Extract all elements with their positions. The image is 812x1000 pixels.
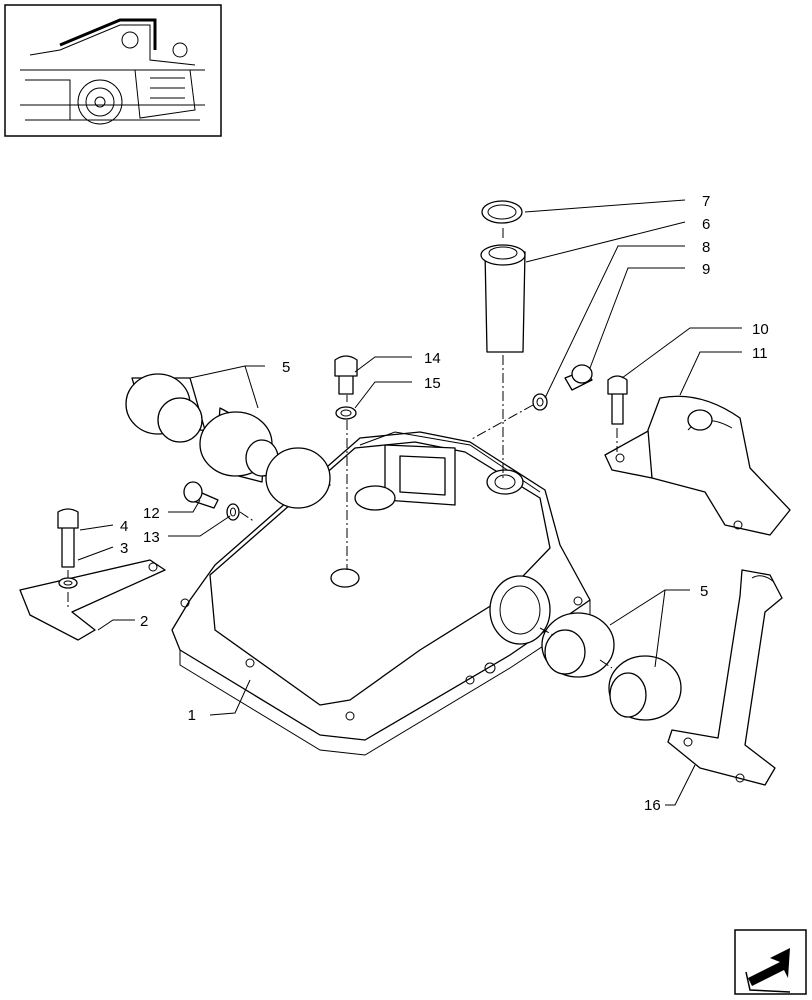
callout-5-upper: 5 [282, 359, 290, 376]
next-page-arrow-icon[interactable] [734, 929, 807, 995]
callout-9: 9 [702, 261, 710, 278]
callout-labels: 1 2 3 4 5 5 6 7 8 9 10 11 12 13 14 15 16 [120, 193, 769, 814]
bolt-12 [183, 481, 219, 509]
sleeve-6 [480, 244, 526, 353]
bolt-4 [57, 508, 79, 568]
callout-1: 1 [188, 707, 196, 724]
lift-housing [171, 431, 591, 756]
callout-13: 13 [143, 529, 160, 546]
support-11 [604, 395, 791, 536]
callout-6: 6 [702, 216, 710, 233]
callout-12: 12 [143, 505, 160, 522]
ring-7 [481, 200, 523, 224]
callout-14: 14 [424, 350, 441, 367]
bushing-5-right [541, 612, 682, 721]
callout-2: 2 [140, 613, 148, 630]
bolt-10 [607, 375, 628, 425]
callout-7: 7 [702, 193, 710, 210]
bushing-5-left [125, 373, 331, 509]
bolt-14 [334, 355, 358, 395]
assembly-lines [67, 228, 618, 669]
tractor-location-thumbnail [4, 4, 222, 137]
callout-10: 10 [752, 321, 769, 338]
callout-8: 8 [702, 239, 710, 256]
callout-15: 15 [424, 375, 441, 392]
callout-16: 16 [644, 797, 661, 814]
callout-3: 3 [120, 540, 128, 557]
callout-4: 4 [120, 518, 128, 535]
washer-15 [335, 406, 357, 420]
washer-3 [58, 577, 78, 589]
washer-13 [226, 503, 240, 521]
screw-9 [564, 364, 593, 391]
callout-11: 11 [752, 345, 768, 362]
bracket-arm-16 [667, 569, 783, 786]
leader-lines [77, 199, 742, 806]
washer-8 [532, 393, 548, 411]
callout-5-lower: 5 [700, 583, 708, 600]
